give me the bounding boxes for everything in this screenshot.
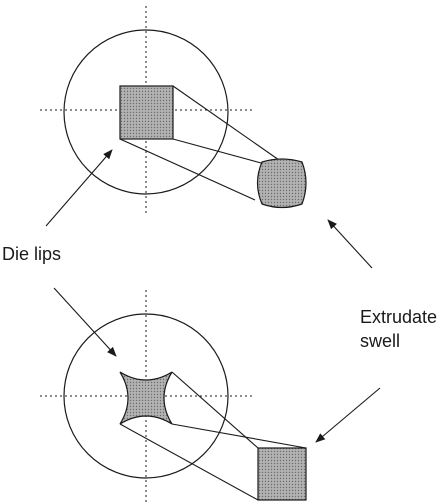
bottom-panel bbox=[40, 290, 307, 502]
bottom-extrudate-end bbox=[257, 447, 307, 501]
extrudate-label: Extrudate bbox=[360, 307, 437, 327]
bottom-extrusion-edges bbox=[119, 371, 307, 501]
die-lips-label: Die lips bbox=[2, 244, 61, 264]
bottom-die-crescent bbox=[43, 301, 189, 482]
extrudate-swell-arrow-bottom bbox=[315, 387, 381, 443]
bottom-die-opening bbox=[119, 371, 173, 425]
top-die-opening bbox=[119, 85, 174, 140]
top-extrudate-end bbox=[256, 158, 307, 209]
extrudate-swell-arrow-top bbox=[327, 219, 373, 269]
bottom-die-circle bbox=[63, 313, 229, 479]
swell-label: swell bbox=[360, 331, 400, 351]
top-die-circle bbox=[63, 29, 229, 195]
die-lips-arrow-top bbox=[45, 149, 113, 227]
die-lips-arrow-bottom bbox=[53, 287, 117, 357]
top-panel bbox=[40, 6, 307, 216]
